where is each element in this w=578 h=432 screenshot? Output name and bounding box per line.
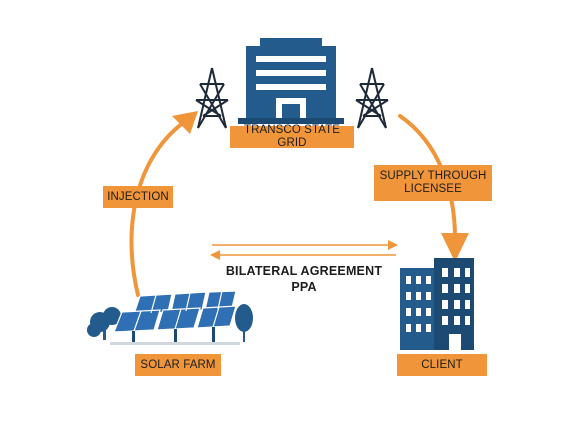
transmission-tower-icon: [195, 67, 229, 129]
client-label: CLIENT: [397, 354, 487, 376]
transco-grid-label: TRANSCO STATE GRID: [230, 124, 354, 149]
solar-panel-icon: [110, 290, 240, 345]
supply-arrowhead: [441, 233, 469, 262]
agreement-arrowhead-right: [388, 240, 398, 250]
bilateral-agreement-text: BILATERAL AGREEMENT PPA: [222, 263, 386, 295]
supply-licensee-label: SUPPLY THROUGH LICENSEE: [374, 165, 492, 201]
agreement-line-2: PPA: [291, 280, 317, 294]
client-building-icon: [400, 258, 474, 350]
grid-building-icon: [238, 38, 344, 124]
injection-arrowhead: [172, 111, 198, 134]
agreement-line-1: BILATERAL AGREEMENT: [225, 264, 383, 278]
tree-icon: [235, 304, 253, 342]
transmission-tower-icon: [355, 67, 389, 129]
solar-farm-label: SOLAR FARM: [135, 354, 221, 376]
agreement-arrowhead-left: [210, 250, 220, 260]
tree-icon: [87, 307, 121, 340]
injection-label: INJECTION: [103, 186, 173, 208]
